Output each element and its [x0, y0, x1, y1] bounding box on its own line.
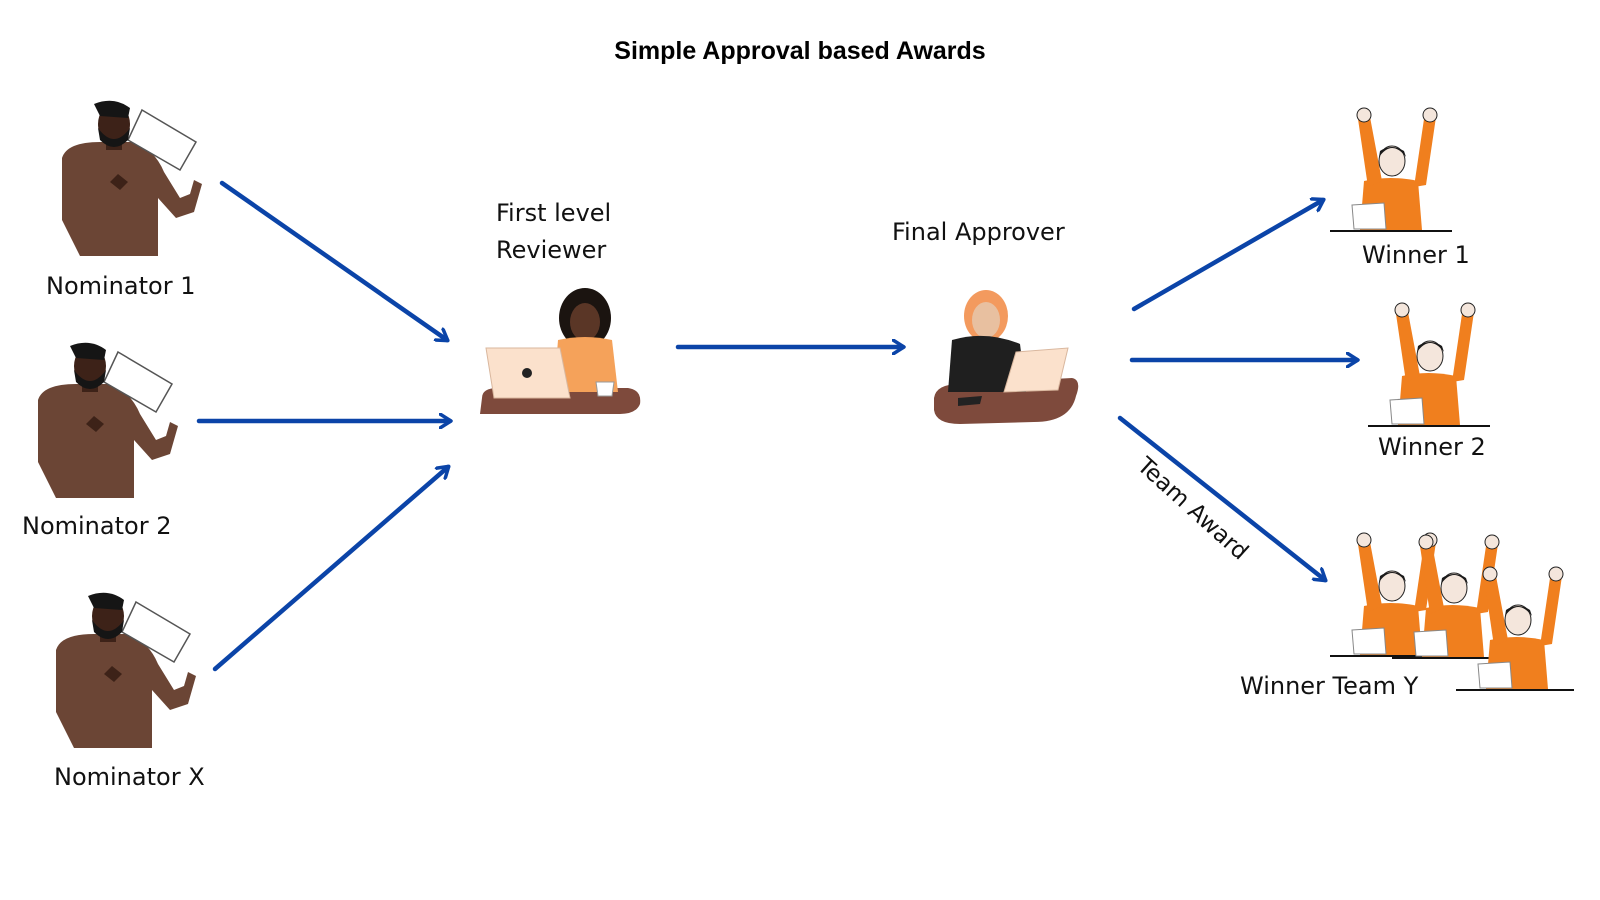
- nominator-x-figure: [56, 592, 196, 748]
- winner-1-label: Winner 1: [1362, 241, 1470, 269]
- winner-1-figure: [1330, 107, 1452, 232]
- arrow-approver-to-winner-1: [1131, 200, 1323, 312]
- approver-label: Final Approver: [892, 218, 1065, 246]
- winner-2-figure: [1368, 302, 1490, 427]
- winner-2-label: Winner 2: [1378, 433, 1486, 461]
- nominator-1-figure: [62, 100, 202, 256]
- reviewer-label-line-1: First level: [496, 199, 612, 227]
- arrow-nominator-1-to-reviewer: [219, 180, 447, 340]
- nominator-2-label: Nominator 2: [22, 512, 172, 540]
- winner-team-y-figure: [1330, 532, 1574, 691]
- nominator-2-figure: [38, 342, 178, 498]
- winner-team-y-label: Winner Team Y: [1240, 672, 1419, 700]
- reviewer-label-line-2: Reviewer: [496, 236, 607, 264]
- nominator-1-label: Nominator 1: [46, 272, 196, 300]
- diagram-title: Simple Approval based Awards: [614, 37, 986, 65]
- arrow-nominator-x-to-reviewer: [212, 467, 448, 672]
- arrow-approver-to-winner-team-y: [1117, 415, 1325, 580]
- nominator-x-label: Nominator X: [54, 763, 205, 791]
- reviewer-figure: [480, 288, 641, 414]
- approver-figure: [934, 290, 1079, 424]
